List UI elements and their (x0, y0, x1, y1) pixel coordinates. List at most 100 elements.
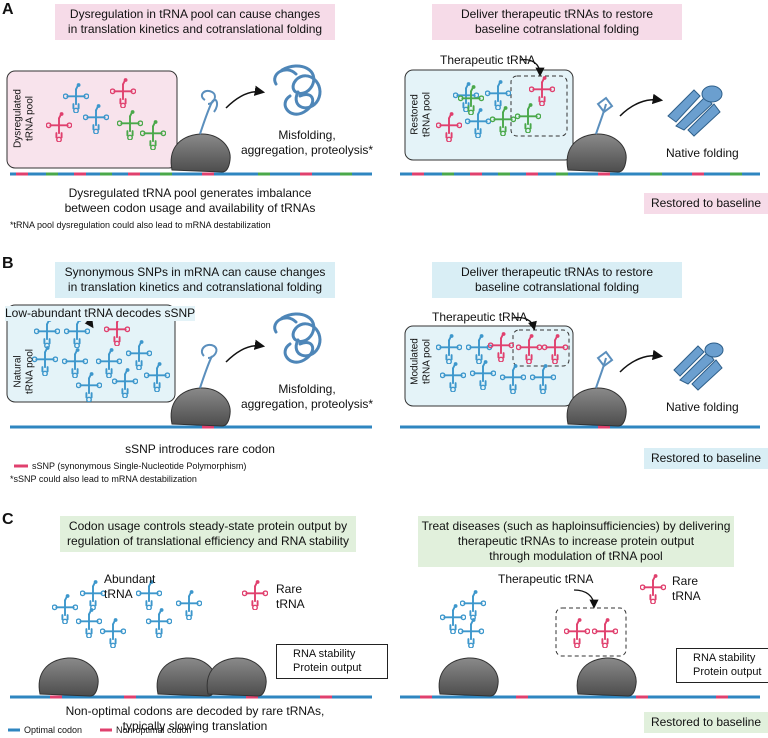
pool-label: Dysregulated tRNA pool (13, 89, 36, 149)
panel-a-caption: Dysregulated tRNA pool generates imbalan… (20, 186, 360, 215)
misfolding-label: Misfolding, aggregation, proteolysis* (232, 128, 382, 157)
title-line: through modulation of tRNA pool (489, 549, 663, 563)
label-line: Misfolding, (278, 382, 336, 396)
title-line: Codon usage controls steady-state protei… (68, 519, 348, 533)
pool-label-line: tRNA pool (24, 95, 35, 142)
rare-trna-label: Rare tRNA (276, 582, 305, 611)
output-line: RNA stability (293, 648, 356, 660)
caption-line: typically slowing translation (122, 718, 268, 733)
title-line: in translation kinetics and cotranslatio… (67, 22, 323, 36)
label-line: aggregation, proteolysis* (240, 396, 374, 411)
protein-icon (673, 342, 724, 391)
title-line: therapeutic tRNAs to increase protein ou… (457, 534, 695, 548)
pool-label-line: Natural (12, 355, 24, 388)
output-box-decreased: RNA stability Protein output (276, 644, 388, 679)
pool-label: Natural tRNA pool (13, 342, 36, 402)
title-line: Dysregulation in tRNA pool can cause cha… (69, 7, 321, 21)
pool-label: Restored tRNA pool (410, 85, 433, 145)
therapeutic-trna-label: Therapeutic tRNA (498, 572, 594, 586)
label-line: tRNA (104, 586, 133, 601)
title-line: baseline cotranslational folding (474, 22, 640, 36)
output-line: Protein output (693, 666, 762, 679)
title-line: Deliver therapeutic tRNAs to restore (460, 7, 654, 21)
restored-badge: Restored to baseline (644, 448, 768, 469)
trna-icon (440, 590, 486, 648)
panel-a-left-title: Dysregulation in tRNA pool can cause cha… (55, 4, 335, 40)
panel-letter-c: C (2, 511, 14, 528)
curved-arrow-icon (225, 339, 266, 363)
ribosome-icon (566, 350, 627, 427)
label-line: tRNA (672, 588, 701, 603)
ribosome-icon (566, 96, 627, 173)
therapeutic-trna-label: Therapeutic tRNA (432, 310, 528, 324)
label-line: tRNA (276, 596, 305, 611)
restored-badge: Restored to baseline (644, 193, 768, 214)
native-folding-label: Native folding (666, 400, 739, 414)
native-folding-label: Native folding (666, 146, 739, 160)
low-abundant-label: Low-abundant tRNA decodes sSNP (5, 306, 196, 321)
panel-a-footnote: *tRNA pool dysregulation could also lead… (10, 220, 271, 230)
label-line: aggregation, proteolysis* (240, 142, 374, 157)
panel-c-right-title: Treat diseases (such as haploinsufficien… (418, 516, 734, 567)
title-line: Synonymous SNPs in mRNA can cause change… (64, 265, 326, 279)
ribosome-icon (38, 657, 267, 697)
caption-line: Non-optimal codons are decoded by rare t… (65, 704, 325, 718)
panel-b-right-title: Deliver therapeutic tRNAs to restore bas… (432, 262, 682, 298)
curved-arrow-icon (573, 589, 599, 609)
nonoptimal-codon-legend: Non-optimal codon (116, 725, 192, 735)
panel-b-caption: sSNP introduces rare codon (125, 442, 275, 456)
pool-label-line: tRNA pool (24, 348, 35, 395)
ssnp-legend: sSNP (synonymous Single-Nucleotide Polym… (32, 461, 247, 471)
pool-label-line: tRNA pool (421, 91, 432, 138)
curved-arrow-icon (619, 349, 664, 373)
title-line: in translation kinetics and cotranslatio… (67, 280, 323, 294)
panel-c-left-title: Codon usage controls steady-state protei… (60, 516, 356, 552)
output-box-increased: RNA stability Protein output (676, 648, 768, 683)
title-line: Treat diseases (such as haploinsufficien… (421, 519, 731, 533)
protein-icon (273, 64, 322, 116)
natural-pool-box (6, 304, 176, 403)
therapeutic-trna-label: Therapeutic tRNA (440, 53, 536, 67)
label-line: Rare (276, 582, 303, 596)
abundant-trna-label: Abundant tRNA (104, 572, 155, 601)
pool-label-line: Modulated (409, 338, 421, 385)
pool-label-line: Restored (409, 94, 421, 135)
optimal-codon-legend: Optimal codon (24, 725, 83, 735)
rare-trna-label: Rare tRNA (672, 574, 701, 603)
curved-arrow-icon (619, 93, 664, 117)
trna-icon (242, 580, 268, 610)
protein-icon (667, 85, 723, 137)
title-line: regulation of translational efficiency a… (67, 534, 349, 548)
panel-a-right-title: Deliver therapeutic tRNAs to restore bas… (432, 4, 682, 40)
label-line: Misfolding, (278, 128, 336, 142)
caption-line: Dysregulated tRNA pool generates imbalan… (68, 186, 312, 200)
ribosome-icon (170, 344, 231, 427)
misfolding-label: Misfolding, aggregation, proteolysis* (232, 382, 382, 411)
restored-badge: Restored to baseline (644, 712, 768, 733)
panel-b-left-title: Synonymous SNPs in mRNA can cause change… (55, 262, 335, 298)
output-line: Protein output (293, 662, 362, 675)
protein-icon (273, 312, 322, 364)
modulated-pool-box (404, 325, 574, 407)
output-line: RNA stability (693, 652, 756, 664)
curved-arrow-icon (225, 85, 266, 109)
caption-line: between codon usage and availability of … (64, 200, 316, 215)
label-line: Rare (672, 574, 699, 588)
panel-b-footnote: *sSNP could also lead to mRNA destabiliz… (10, 474, 197, 484)
ribosome-icon (438, 657, 637, 697)
panel-letter-b: B (2, 255, 14, 272)
pool-label: Modulated tRNA pool (410, 332, 433, 392)
panel-c-caption: Non-optimal codons are decoded by rare t… (50, 704, 340, 733)
pool-label-line: Dysregulated (12, 89, 24, 148)
pool-label-line: tRNA pool (421, 338, 432, 385)
dysregulated-pool-box (6, 70, 178, 169)
ribosome-icon (170, 90, 231, 173)
title-line: Deliver therapeutic tRNAs to restore (460, 265, 654, 279)
therapeutic-box (512, 329, 570, 367)
title-line: baseline cotranslational folding (474, 280, 640, 294)
label-line: Abundant (104, 572, 156, 586)
curved-arrow-icon (511, 316, 537, 331)
panel-letter-a: A (2, 1, 14, 18)
therapeutic-box (555, 607, 627, 657)
